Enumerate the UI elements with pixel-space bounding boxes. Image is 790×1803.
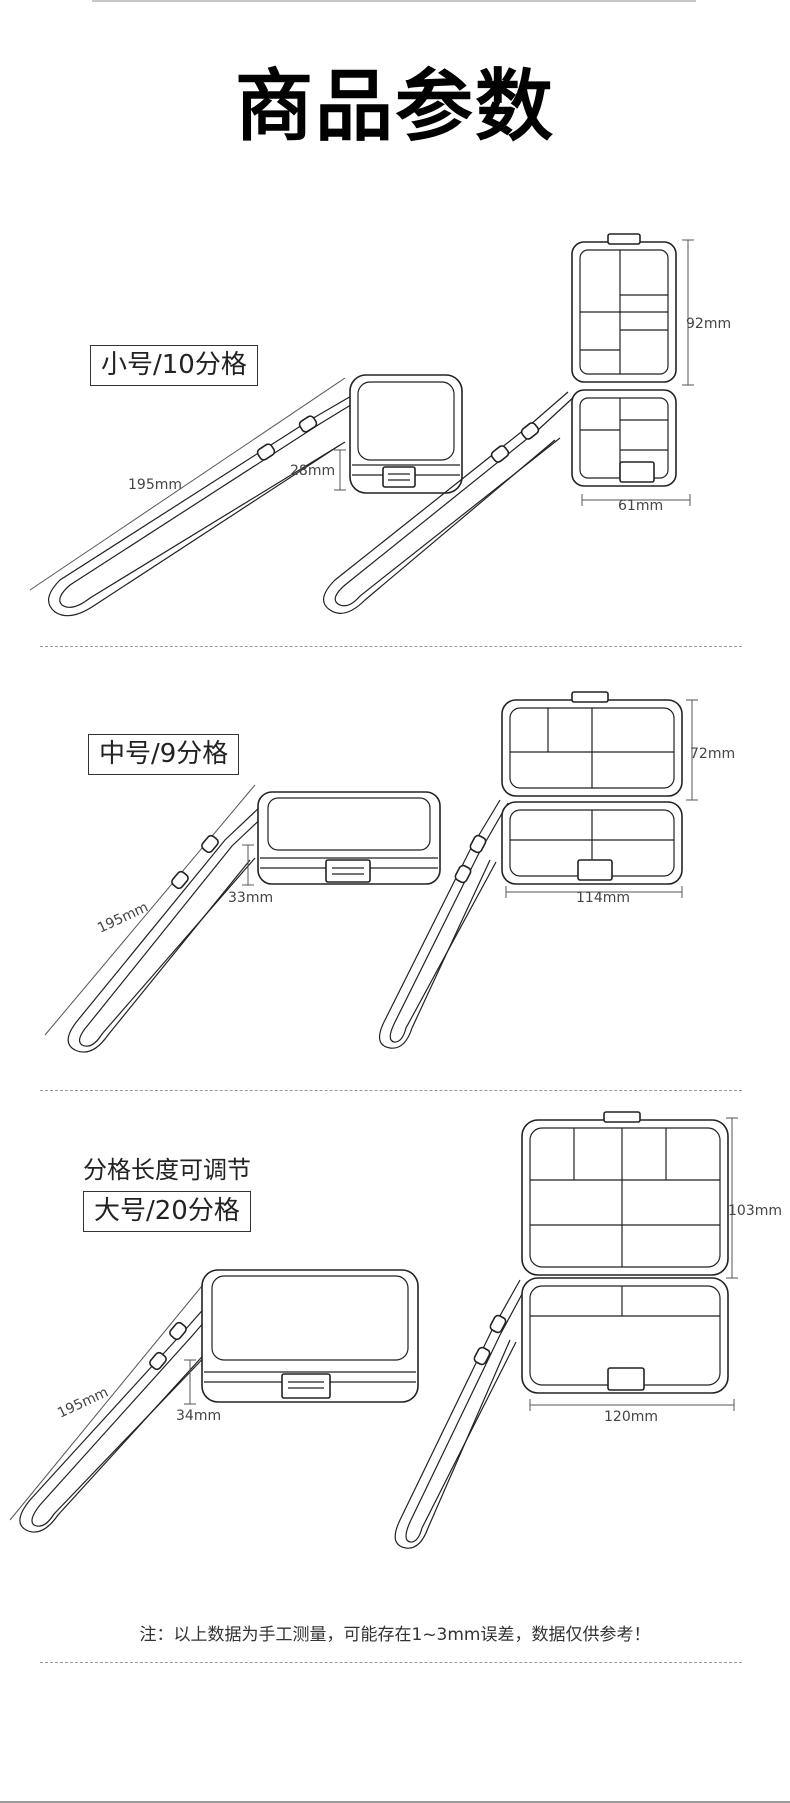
section-large: 分格长度可调节 大号/20分格 195mm 34mm 103mm 120mm <box>9 1111 782 1549</box>
open-box-illustration <box>394 1111 738 1549</box>
open-box-illustration <box>379 691 698 1049</box>
height: 92mm <box>686 316 732 332</box>
width: 61mm <box>618 498 664 514</box>
size-label: 小号/10分格 <box>90 345 258 387</box>
thickness: 34mm <box>176 1408 222 1424</box>
section-small: 小号/10分格 195mm 28mm <box>0 0 790 650</box>
section-divider <box>40 1090 742 1091</box>
height: 72mm <box>690 746 736 762</box>
bottom-rule <box>0 1801 790 1803</box>
thickness: 28mm <box>290 463 336 479</box>
width: 114mm <box>576 890 630 906</box>
width: 120mm <box>604 1409 658 1425</box>
top-rule <box>92 0 696 2</box>
closed-box-illustration <box>29 374 463 617</box>
size-label: 大号/20分格 <box>83 1191 251 1233</box>
thickness: 33mm <box>228 890 274 906</box>
section-medium: 中号/9分格 195mm 33mm 72mm 114mm <box>44 691 736 1053</box>
footer-divider <box>40 1662 742 1663</box>
section-note: 分格长度可调节 <box>83 1156 251 1184</box>
section-divider <box>40 646 742 647</box>
height: 103mm <box>728 1203 782 1219</box>
strap-length: 195mm <box>128 477 182 493</box>
page-title: 商品参数 <box>234 62 555 152</box>
open-box-illustration <box>323 233 694 614</box>
closed-box-illustration <box>44 784 441 1053</box>
size-label: 中号/9分格 <box>88 734 240 776</box>
closed-box-illustration <box>9 1269 419 1533</box>
disclaimer-note: 注：以上数据为手工测量，可能存在1~3mm误差，数据仅供参考！ <box>139 1625 651 1645</box>
